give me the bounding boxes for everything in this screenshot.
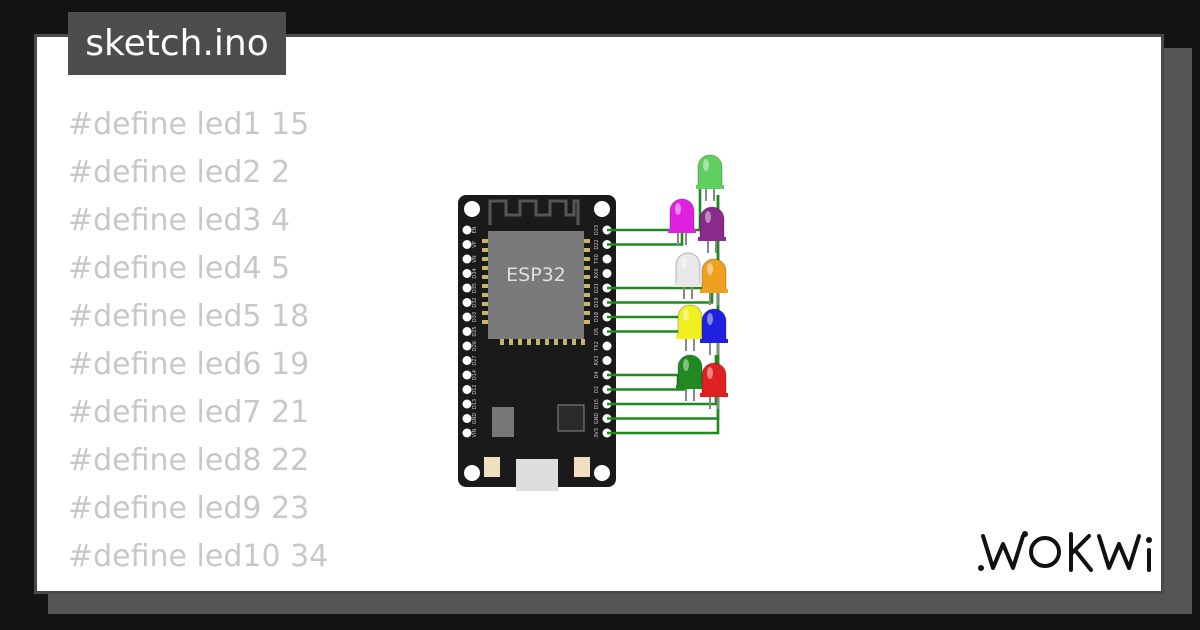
- led-dark-green[interactable]: [676, 354, 704, 401]
- code-line: #define led1 15: [68, 107, 310, 142]
- led-white[interactable]: [674, 252, 702, 299]
- code-line: #define led8 22: [68, 443, 310, 478]
- wokwi-logo-mark: [978, 531, 1152, 572]
- pin-hole[interactable]: [462, 312, 472, 322]
- pin-label: RX2: [594, 355, 600, 365]
- boot-button[interactable]: [574, 457, 590, 477]
- pin-label: D32: [472, 297, 478, 307]
- pin-hole[interactable]: [462, 327, 472, 336]
- code-line: #define led2 2: [68, 155, 291, 190]
- pin-label: D12: [472, 384, 478, 394]
- chip-label: ESP32: [506, 264, 566, 286]
- code-line: #define led10 34: [68, 539, 329, 574]
- pin-label: D22: [594, 239, 600, 249]
- pin-label: D35: [472, 283, 478, 293]
- antenna-trace: [488, 199, 580, 225]
- pin-label: D5: [594, 328, 600, 335]
- pin-label: VIN: [472, 428, 478, 437]
- led-yellow[interactable]: [676, 304, 704, 351]
- mount-hole: [594, 465, 610, 481]
- pin-label: D14: [472, 370, 478, 380]
- pin-label: D18: [594, 312, 600, 322]
- code-line: #define led7 21: [68, 395, 310, 430]
- pin-hole[interactable]: [602, 269, 612, 278]
- pin-hole[interactable]: [602, 254, 612, 264]
- file-tab[interactable]: sketch.ino: [68, 12, 286, 75]
- code-line: #define led3 4: [68, 203, 291, 238]
- pin-hole[interactable]: [462, 399, 472, 409]
- usb-uart-chip: [557, 404, 585, 432]
- pin-label: 3V3: [594, 428, 600, 438]
- wire: [607, 373, 680, 390]
- pin-label: VN: [472, 255, 478, 262]
- led-orange[interactable]: [700, 258, 728, 305]
- led-group: [668, 154, 728, 409]
- mount-hole: [594, 201, 610, 217]
- pin-hole[interactable]: [462, 370, 472, 380]
- pin-hole[interactable]: [462, 341, 472, 351]
- led-magenta[interactable]: [668, 198, 696, 245]
- mount-hole: [464, 465, 480, 481]
- pin-label: D26: [472, 341, 478, 351]
- esp32-chip: [488, 231, 584, 339]
- pin-label: D25: [472, 326, 478, 336]
- pin-hole[interactable]: [462, 225, 472, 235]
- code-line: #define led5 18: [68, 299, 310, 334]
- led-green[interactable]: [696, 154, 724, 201]
- pin-label: TX2: [594, 341, 600, 352]
- voltage-regulator: [492, 407, 514, 437]
- esp32-board[interactable]: ESP32 ENVPVND34D35D32D33D25D26D27D14D12D…: [458, 195, 616, 491]
- pin-label: D15: [594, 399, 600, 409]
- chip-pads: [482, 239, 590, 345]
- pin-hole[interactable]: [462, 240, 472, 249]
- led-red[interactable]: [700, 362, 728, 409]
- pin-hole[interactable]: [462, 428, 472, 438]
- pin-label: VP: [472, 241, 478, 247]
- pin-hole[interactable]: [602, 341, 612, 351]
- led-purple[interactable]: [698, 206, 726, 253]
- circuit-diagram: ESP32 ENVPVND34D35D32D33D25D26D27D14D12D…: [458, 154, 728, 491]
- pin-label: D34: [472, 268, 478, 278]
- pin-hole[interactable]: [462, 254, 472, 264]
- pin-label: GND: [472, 413, 478, 425]
- mount-hole: [464, 201, 480, 217]
- pin-label: RX0: [594, 268, 600, 278]
- pin-label: D33: [472, 312, 478, 322]
- pin-label: D21: [594, 283, 600, 293]
- code-line: #define led6 19: [68, 347, 310, 382]
- usb-port[interactable]: [516, 459, 558, 491]
- pin-hole[interactable]: [602, 356, 612, 365]
- led-blue[interactable]: [700, 308, 728, 355]
- pin-label: EN: [472, 226, 478, 233]
- pin-label: GND: [594, 413, 600, 425]
- pin-label: D23: [594, 225, 600, 235]
- pin-hole[interactable]: [462, 356, 472, 365]
- pin-label: D13: [472, 399, 478, 409]
- pin-hole[interactable]: [462, 385, 472, 394]
- pin-hole[interactable]: [462, 414, 472, 423]
- wire: [607, 305, 692, 319]
- en-button[interactable]: [484, 457, 500, 477]
- pin-label: D4: [594, 371, 600, 378]
- pin-hole[interactable]: [462, 283, 472, 293]
- code-line: #define led4 5: [68, 251, 291, 286]
- pin-label: D19: [594, 297, 600, 307]
- pin-label: D2: [594, 386, 600, 393]
- wire: [607, 367, 688, 391]
- code-line: #define led9 23: [68, 491, 310, 526]
- pin-hole[interactable]: [462, 298, 472, 307]
- pin-label: TX0: [594, 254, 600, 265]
- code-preview: #define led1 15 #define led2 2 #define led…: [68, 106, 328, 586]
- pin-hole[interactable]: [462, 269, 472, 278]
- pin-label: D27: [472, 355, 478, 365]
- wokwi-logo: [975, 524, 1155, 580]
